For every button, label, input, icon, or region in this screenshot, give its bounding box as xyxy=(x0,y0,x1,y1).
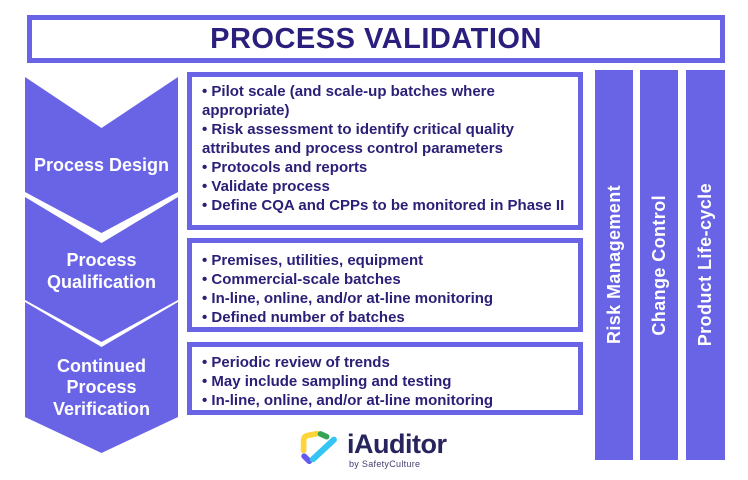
iauditor-logo-icon xyxy=(300,430,337,465)
bullet-item: • Premises, utilities, equipment xyxy=(202,252,424,269)
bullet-item: • May include sampling and testing xyxy=(202,373,452,390)
title-box: PROCESS VALIDATION xyxy=(27,15,725,63)
bullet-item: • Protocols and reports xyxy=(202,159,368,176)
stage-label: Process Qualification xyxy=(46,249,156,292)
bar-label: Risk Management xyxy=(603,185,624,345)
logo-tagline: by SafetyCulture xyxy=(349,459,421,469)
page-title: PROCESS VALIDATION xyxy=(210,22,542,55)
bullet-item: • Defined number of batches xyxy=(202,309,405,326)
process-qualification-details-box: • Premises, utilities, equipment • Comme… xyxy=(187,238,583,332)
bullet-item: • Periodic review of trends xyxy=(202,354,390,371)
bullet-item: • Validate process xyxy=(202,178,330,195)
bar-change-control: Change Control xyxy=(640,70,678,460)
bullet-item: • In-line, online, and/or at-line monito… xyxy=(202,392,494,409)
stage-process-design: Process Design xyxy=(25,77,178,233)
stage-continued-process-verification: Continued Process Verification xyxy=(25,302,178,453)
bullet-item: • Risk assessment to identify critical q… xyxy=(202,121,515,157)
bullet-item: • Define CQA and CPPs to be monitored in… xyxy=(202,197,565,214)
bar-label: Product Life-cycle xyxy=(695,183,715,347)
stage-label: Continued Process Verification xyxy=(52,355,151,419)
process-design-details-box: • Pilot scale (and scale-up batches wher… xyxy=(187,72,583,230)
continued-process-verification-details-box: • Periodic review of trends • May includ… xyxy=(187,342,583,415)
bar-risk-management: Risk Management xyxy=(595,70,633,460)
iauditor-logo: iAuditor by SafetyCulture xyxy=(299,429,447,471)
bar-product-life-cycle: Product Life-cycle xyxy=(686,70,725,460)
bullet-item: • Commercial-scale batches xyxy=(202,271,401,288)
logo-wordmark: iAuditor xyxy=(347,429,447,459)
bullet-item: • Pilot scale (and scale-up batches wher… xyxy=(202,83,495,119)
stage-label: Process Design xyxy=(33,155,170,176)
bullet-item: • In-line, online, and/or at-line monito… xyxy=(202,290,494,307)
logo-text-group: iAuditor by SafetyCulture xyxy=(347,429,447,470)
bar-label: Change Control xyxy=(648,194,669,336)
